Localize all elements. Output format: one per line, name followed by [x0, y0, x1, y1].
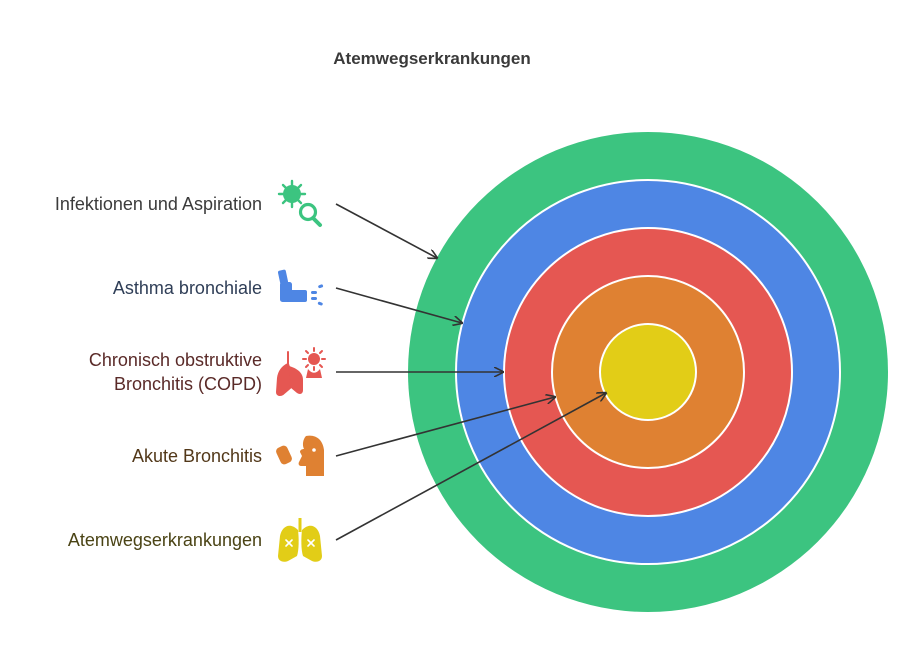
- lungs-icon: [278, 518, 322, 562]
- label-copd: Chronisch obstruktive Bronchitis (COPD): [89, 348, 262, 396]
- coughing-person-icon: [276, 435, 324, 476]
- label-asthma-text: Asthma bronchiale: [112, 278, 262, 298]
- label-copd-line1: Chronisch obstruktive: [88, 350, 262, 370]
- arrow-asthma: [335, 287, 462, 323]
- label-infektionen: Infektionen und Aspiration: [55, 192, 262, 216]
- label-asthma: Asthma bronchiale: [113, 276, 262, 300]
- label-atemwege-text: Atemwegserkrankungen: [67, 530, 262, 550]
- inhaler-icon: [278, 269, 324, 306]
- arrow-atemwege: [335, 393, 606, 541]
- label-akute-bronchitis: Akute Bronchitis: [132, 444, 262, 468]
- diagram-title: Atemwegserkrankungen: [333, 49, 531, 68]
- label-atemwegserkrankungen: Atemwegserkrankungen: [68, 528, 262, 552]
- label-infektionen-text: Infektionen und Aspiration: [54, 194, 262, 214]
- label-copd-line2: Bronchitis (COPD): [113, 374, 262, 394]
- arrow-infektionen: [335, 203, 437, 258]
- germ-magnifier-icon: [277, 179, 322, 227]
- label-akute-text: Akute Bronchitis: [131, 446, 262, 466]
- ring-center: [599, 323, 697, 421]
- lungs-virus-icon: [275, 347, 326, 397]
- arrow-akute: [335, 397, 555, 457]
